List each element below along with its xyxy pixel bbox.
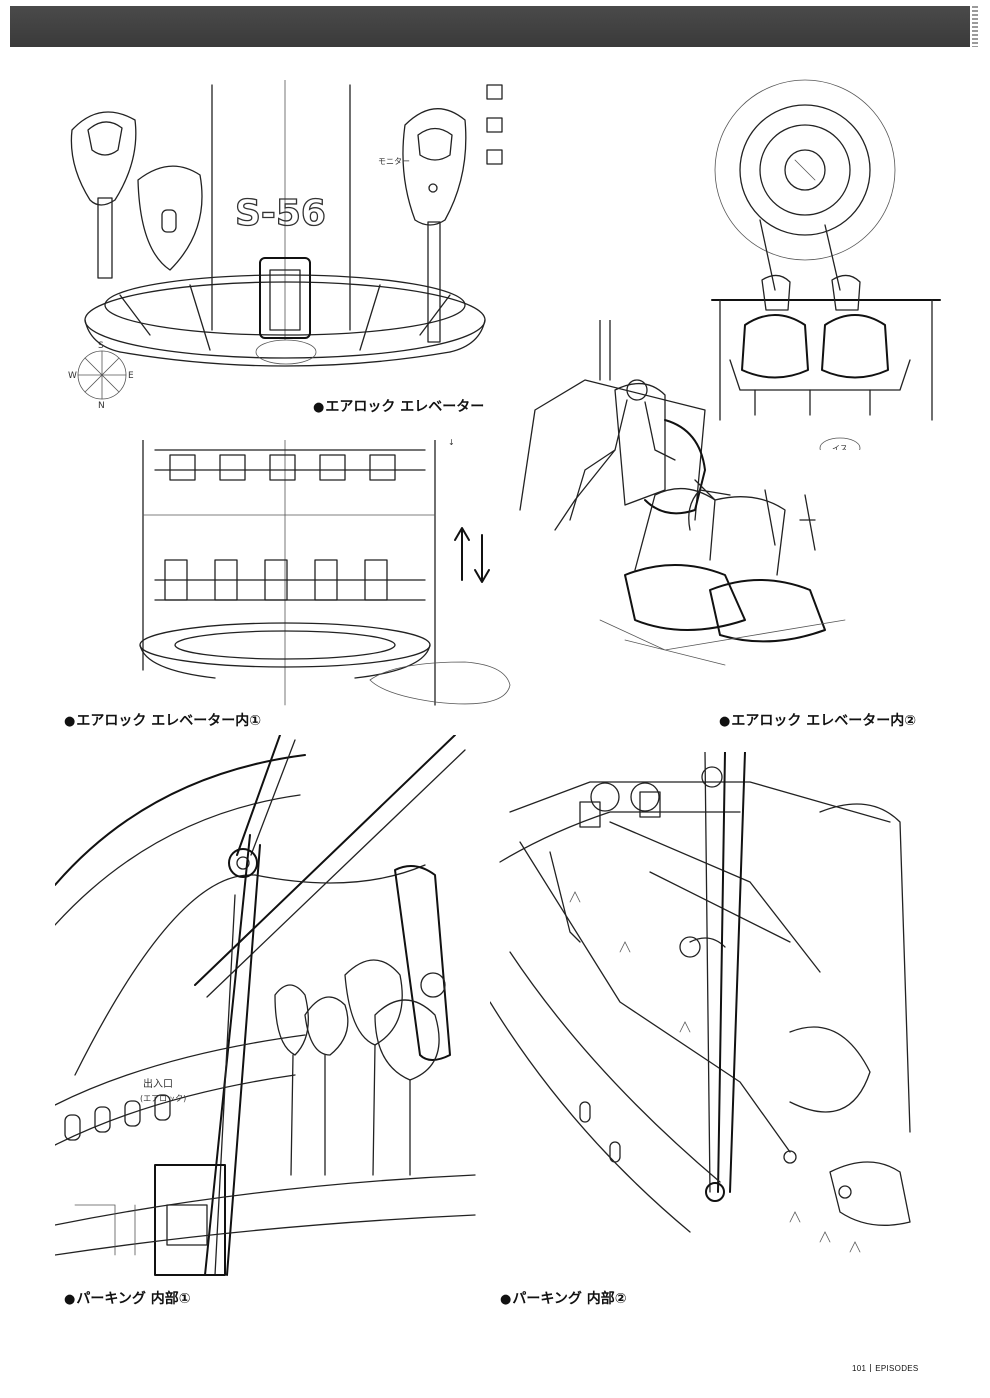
sketch-parking-inside-2-drawing: [490, 752, 911, 1253]
sketch-airlock-inside-2: [515, 320, 855, 670]
sketch-airlock-inside-1: [135, 440, 525, 710]
sketch-airlock-seats-top: イス: [700, 70, 950, 450]
caption-bullet: ●: [64, 714, 76, 729]
sketch-airlock-seats-top-drawing: イス: [711, 79, 941, 450]
compass-mark-w: W: [68, 371, 77, 381]
caption-parking-inside-1: ●パーキング 内部①: [64, 1288, 191, 1308]
header-edge-strip: [972, 6, 978, 47]
page-folio: 101 EPISODES: [852, 1364, 919, 1373]
sketch-parking-inside-1: 出入口 (エアロック): [55, 735, 477, 1285]
caption-bullet: ●: [313, 400, 325, 415]
sketch-airlock-elevator: S-56 モニター S N E W: [60, 80, 550, 410]
exit-label: 出入口: [143, 1077, 173, 1090]
folio-separator: [870, 1364, 872, 1372]
exit-sublabel: (エアロック): [140, 1094, 186, 1103]
compass-mark-n: N: [98, 401, 105, 410]
caption-text: パーキング 内部②: [512, 1291, 627, 1307]
section-name: EPISODES: [875, 1364, 919, 1373]
caption-text: エアロック エレベーター内②: [731, 713, 917, 729]
caption-airlock-inside-2: ●エアロック エレベーター内②: [719, 710, 916, 730]
note-top: ↓: [448, 438, 455, 447]
seat-label: イス: [832, 444, 848, 450]
sketch-airlock-elevator-drawing: S-56 モニター S N E W: [68, 80, 503, 410]
page-number: 101: [852, 1364, 867, 1373]
caption-text: エアロック エレベーター内①: [76, 713, 262, 729]
compass-mark-s: S: [98, 341, 104, 351]
caption-text: エアロック エレベーター: [325, 399, 485, 415]
caption-bullet: ●: [64, 1292, 76, 1307]
caption-parking-inside-2: ●パーキング 内部②: [500, 1288, 627, 1308]
caption-airlock-inside-1: ●エアロック エレベーター内①: [64, 710, 261, 730]
sketch-airlock-inside-2-drawing: [519, 320, 846, 666]
monitor-label: モニター: [378, 157, 410, 166]
caption-bullet: ●: [500, 1292, 512, 1307]
caption-bullet: ●: [719, 714, 731, 729]
elevator-sign-text: S-56: [235, 193, 326, 234]
sketch-parking-inside-2: [490, 752, 920, 1282]
header-bar: [10, 6, 970, 47]
sketch-parking-inside-1-drawing: 出入口 (エアロック): [55, 735, 476, 1276]
sketch-airlock-inside-1-drawing: [139, 440, 511, 706]
caption-text: パーキング 内部①: [76, 1291, 191, 1307]
caption-airlock-elevator: ●エアロック エレベーター: [313, 396, 484, 416]
compass-mark-e: E: [128, 371, 134, 381]
